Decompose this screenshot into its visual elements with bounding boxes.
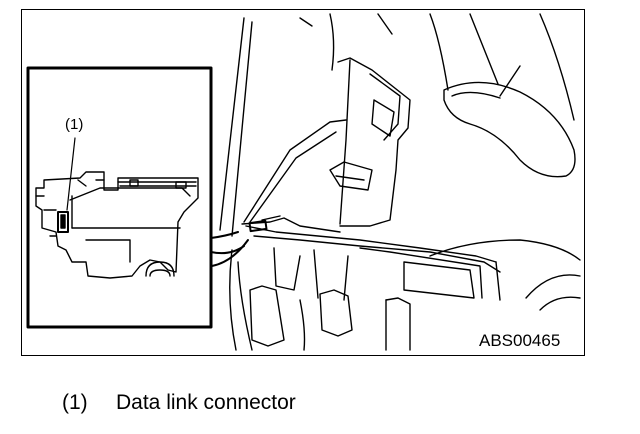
inset-detail-frame (26, 66, 213, 329)
callout-label-1: (1) (65, 116, 84, 133)
figure-frame (21, 9, 585, 356)
legend-item-number: (1) (62, 391, 88, 414)
legend-item-label: Data link connector (116, 391, 296, 414)
inset-panel-drawing (35, 137, 199, 279)
legend: (1) Data link connector (62, 391, 296, 415)
detail-pointer (210, 231, 249, 267)
main-dashboard-drawing (219, 13, 581, 351)
figure-code: ABS00465 (479, 331, 561, 350)
